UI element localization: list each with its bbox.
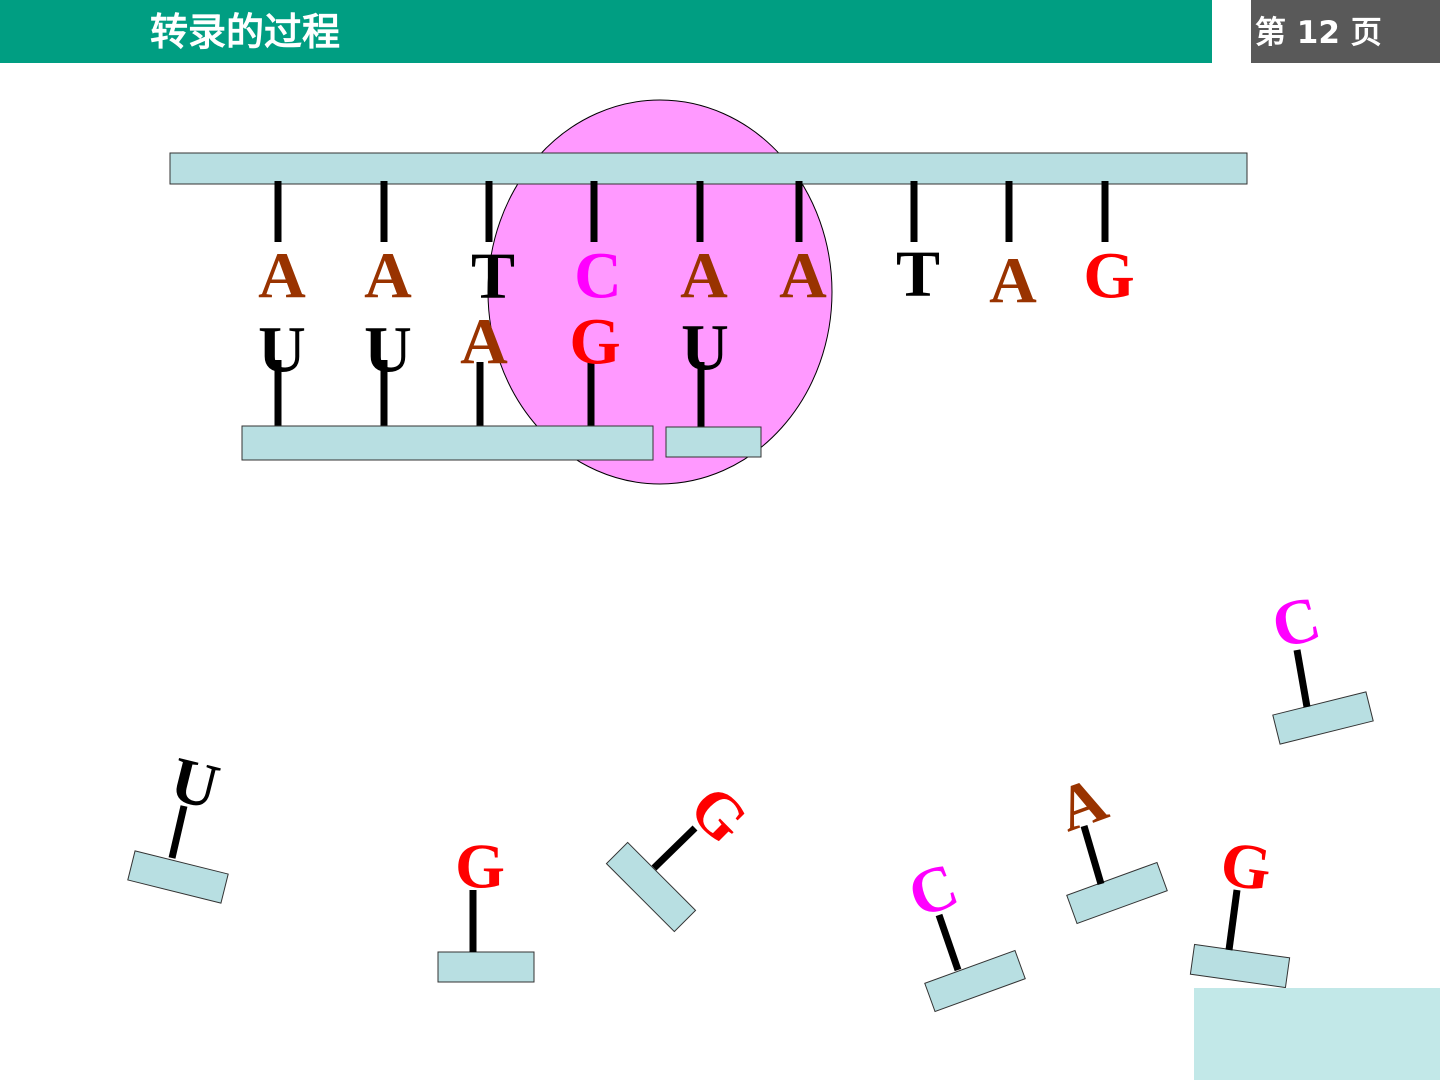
dna-template-strand xyxy=(169,152,1248,185)
rna-base-letter: G xyxy=(569,306,620,379)
dna-base-letter: G xyxy=(1083,240,1134,313)
free-nucleotide-block xyxy=(437,951,535,983)
free-nucleotide-letter: G xyxy=(455,831,505,902)
dna-base-letter: A xyxy=(989,245,1037,318)
free-nucleotide-peg xyxy=(935,913,962,972)
dna-base-letter: T xyxy=(471,240,515,313)
rna-polymerase xyxy=(487,99,833,485)
free-nucleotide-peg xyxy=(1293,649,1311,708)
dna-base-letter: A xyxy=(680,240,728,313)
free-nucleotide-letter: G xyxy=(1216,827,1275,904)
free-nucleotide-peg xyxy=(651,825,698,871)
free-nucleotide-letter: U xyxy=(164,743,226,823)
dna-base-letter: A xyxy=(364,240,412,313)
free-nucleotide-block xyxy=(127,850,229,904)
free-nucleotide-block xyxy=(1272,691,1374,745)
rna-backbone-new-segment xyxy=(665,426,762,458)
rna-base-letter: A xyxy=(460,306,508,379)
dna-base-letter: A xyxy=(258,240,306,313)
free-nucleotide-letter: C xyxy=(1265,582,1327,662)
free-nucleotide-peg xyxy=(1225,889,1241,951)
page-number-box xyxy=(1251,0,1440,63)
free-nucleotide-block xyxy=(924,949,1026,1013)
dna-base-letter: T xyxy=(896,238,940,311)
free-nucleotide-block xyxy=(1189,943,1291,989)
rna-backbone-segment xyxy=(241,425,654,461)
page-number-label: 第 12 页 xyxy=(1255,15,1382,51)
rna-base-letter: U xyxy=(681,312,729,385)
free-nucleotide-letter: C xyxy=(899,849,967,932)
free-nucleotide-block xyxy=(605,841,697,933)
rna-base-letter: U xyxy=(258,314,306,387)
free-nucleotide-peg xyxy=(168,805,188,859)
free-nucleotide-letter: G xyxy=(676,771,761,856)
header-bar xyxy=(0,0,1212,63)
free-nucleotide-block xyxy=(1066,861,1168,925)
rna-base-letter: U xyxy=(364,314,412,387)
dna-base-letter: C xyxy=(574,240,622,313)
free-nucleotide-letter: A xyxy=(1048,763,1116,846)
free-nucleotide-peg xyxy=(1080,825,1105,885)
dna-base-letter: A xyxy=(779,240,827,313)
corner-decoration xyxy=(1194,988,1440,1080)
slide-title: 转录的过程 xyxy=(150,10,341,54)
